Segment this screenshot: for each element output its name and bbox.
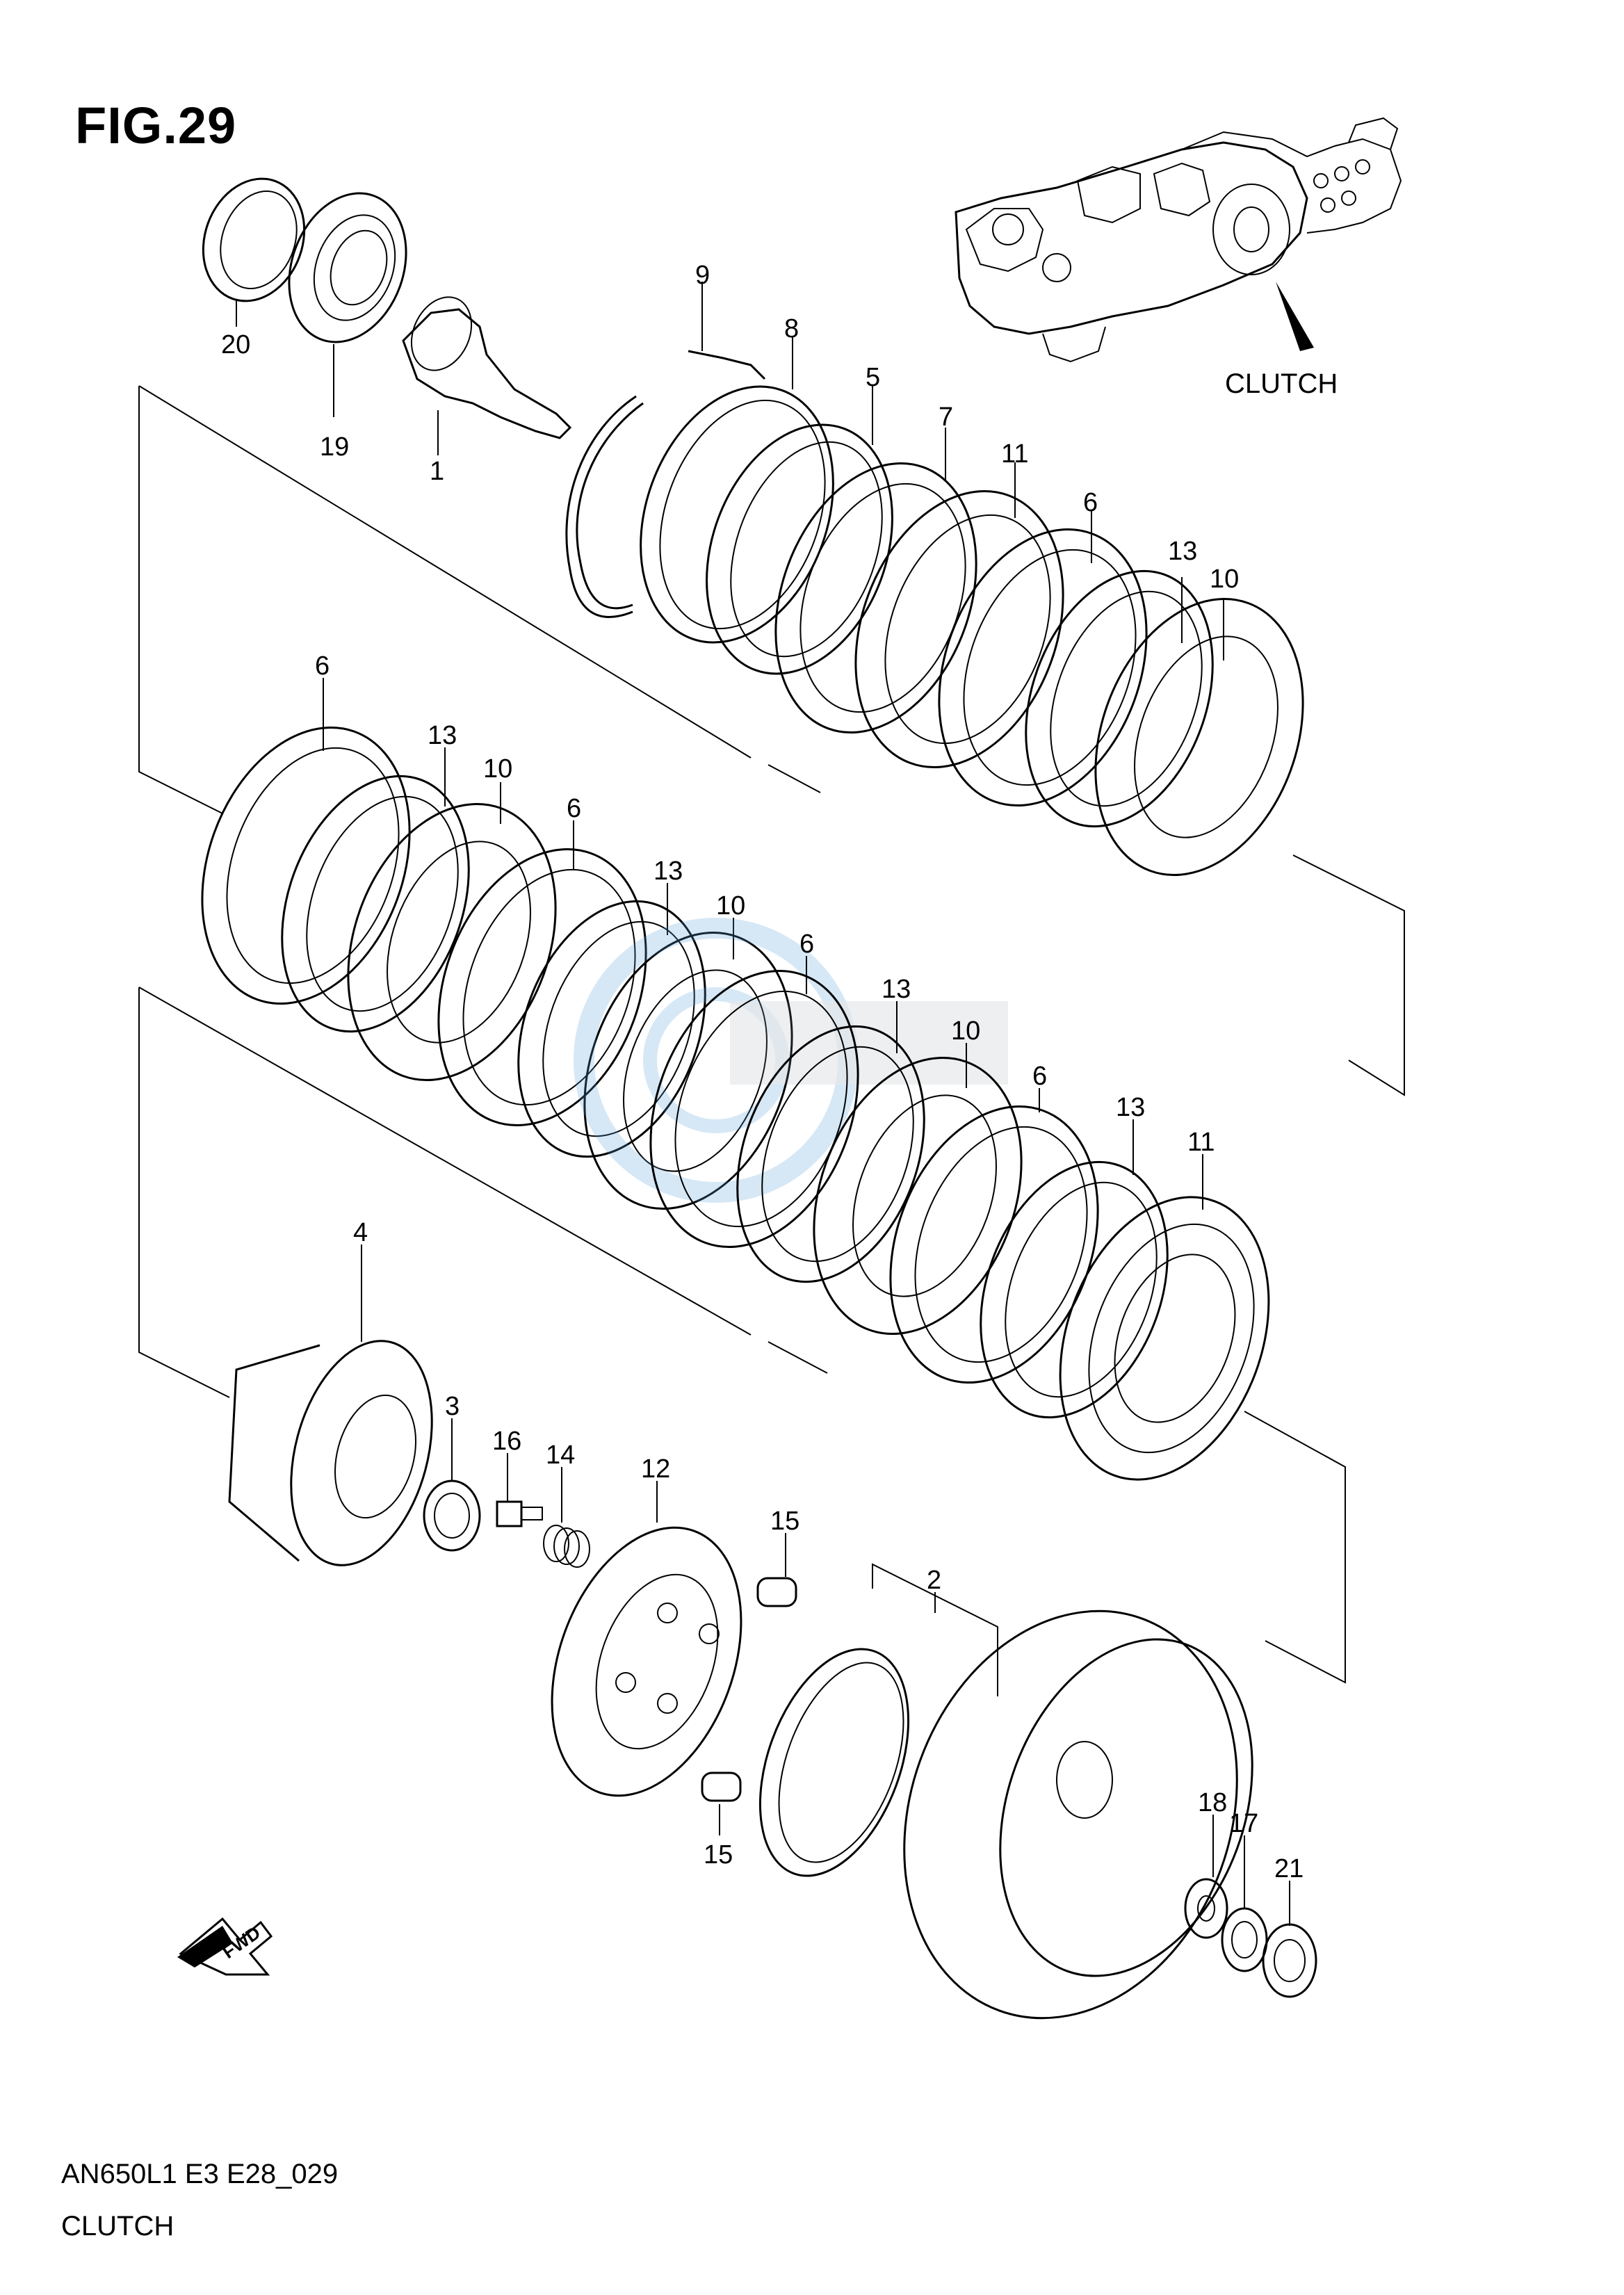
callout-20: 20 — [221, 330, 250, 359]
engine-clutch-label: CLUTCH — [1225, 368, 1338, 399]
watermark-logo — [574, 918, 1008, 1203]
part-9-wire-ring — [565, 282, 766, 618]
callout-19: 19 — [320, 432, 349, 462]
part-20-oil-seal — [202, 177, 306, 327]
callout-11-upper: 11 — [1001, 439, 1028, 469]
callout-15-top: 15 — [770, 1507, 799, 1536]
callout-11-low: 11 — [1187, 1128, 1215, 1157]
callout-6-mid-b: 6 — [567, 794, 581, 823]
callout-10-mid-a: 10 — [483, 754, 512, 784]
callout-7: 7 — [939, 403, 953, 432]
callout-18: 18 — [1198, 1788, 1227, 1817]
callout-12: 12 — [641, 1454, 670, 1484]
callout-13-upper: 13 — [1168, 537, 1197, 566]
part-8-spring-plate — [640, 337, 834, 644]
callout-labels: 20 19 1 9 8 5 7 11 6 13 10 6 13 10 6 13 … — [221, 261, 1304, 1883]
part-18-washer — [1184, 1815, 1228, 1939]
part-19-bearing — [288, 192, 407, 417]
callout-5: 5 — [866, 363, 880, 392]
part-21-bearing — [1262, 1881, 1317, 1998]
callout-1: 1 — [430, 457, 444, 486]
middle-plate-stack — [201, 678, 793, 1210]
callout-6-mid-a: 6 — [315, 651, 330, 681]
fwd-arrow-icon: FWD — [177, 1917, 273, 1976]
callout-2: 2 — [927, 1566, 941, 1595]
figure-title: FIG.29 — [75, 97, 237, 154]
lower-plate-stack — [649, 956, 1270, 1481]
model-code: AN650L1 E3 E28_029 — [61, 2159, 339, 2189]
part-15-damper-bottom — [701, 1771, 742, 1835]
part-4-clutch-hub — [228, 1244, 433, 1566]
part-14-spring — [543, 1467, 590, 1568]
callout-13-low-a: 13 — [882, 975, 911, 1004]
assembly-bracket-lines — [138, 385, 1405, 1684]
part-15-damper-top — [756, 1533, 797, 1607]
callout-3: 3 — [445, 1392, 460, 1421]
callout-13-mid-a: 13 — [428, 721, 457, 750]
callout-21: 21 — [1274, 1854, 1304, 1883]
figure-caption: CLUTCH — [61, 2211, 174, 2241]
part-3-washer — [423, 1418, 481, 1552]
part-1-shaft — [402, 296, 572, 455]
engine-overview-illustration: CLUTCH — [955, 117, 1402, 399]
callout-6-low-a: 6 — [799, 930, 814, 959]
callout-17: 17 — [1229, 1809, 1258, 1838]
callout-10-upper: 10 — [1210, 565, 1239, 594]
callout-10-mid-b: 10 — [716, 891, 745, 921]
upper-plate-stack — [854, 462, 1304, 876]
callout-13-low-b: 13 — [1116, 1093, 1145, 1122]
callout-4: 4 — [353, 1218, 368, 1247]
callout-16: 16 — [492, 1427, 521, 1456]
callout-9: 9 — [695, 261, 710, 290]
callout-13-mid-b: 13 — [653, 857, 683, 886]
part-17-bushing — [1221, 1835, 1268, 1972]
part-2-primary-driven-gear — [758, 1563, 1253, 2020]
callout-15-bottom: 15 — [704, 1840, 733, 1870]
callout-14: 14 — [546, 1441, 575, 1470]
callout-10-low-a: 10 — [951, 1016, 980, 1046]
part-16-bolt — [496, 1453, 543, 1527]
part-12-pressure-plate — [551, 1481, 742, 1797]
part-5-seat-plate — [706, 386, 893, 675]
callout-6-low-b: 6 — [1032, 1062, 1047, 1091]
callout-8: 8 — [784, 314, 799, 343]
callout-6-upper: 6 — [1083, 488, 1098, 517]
